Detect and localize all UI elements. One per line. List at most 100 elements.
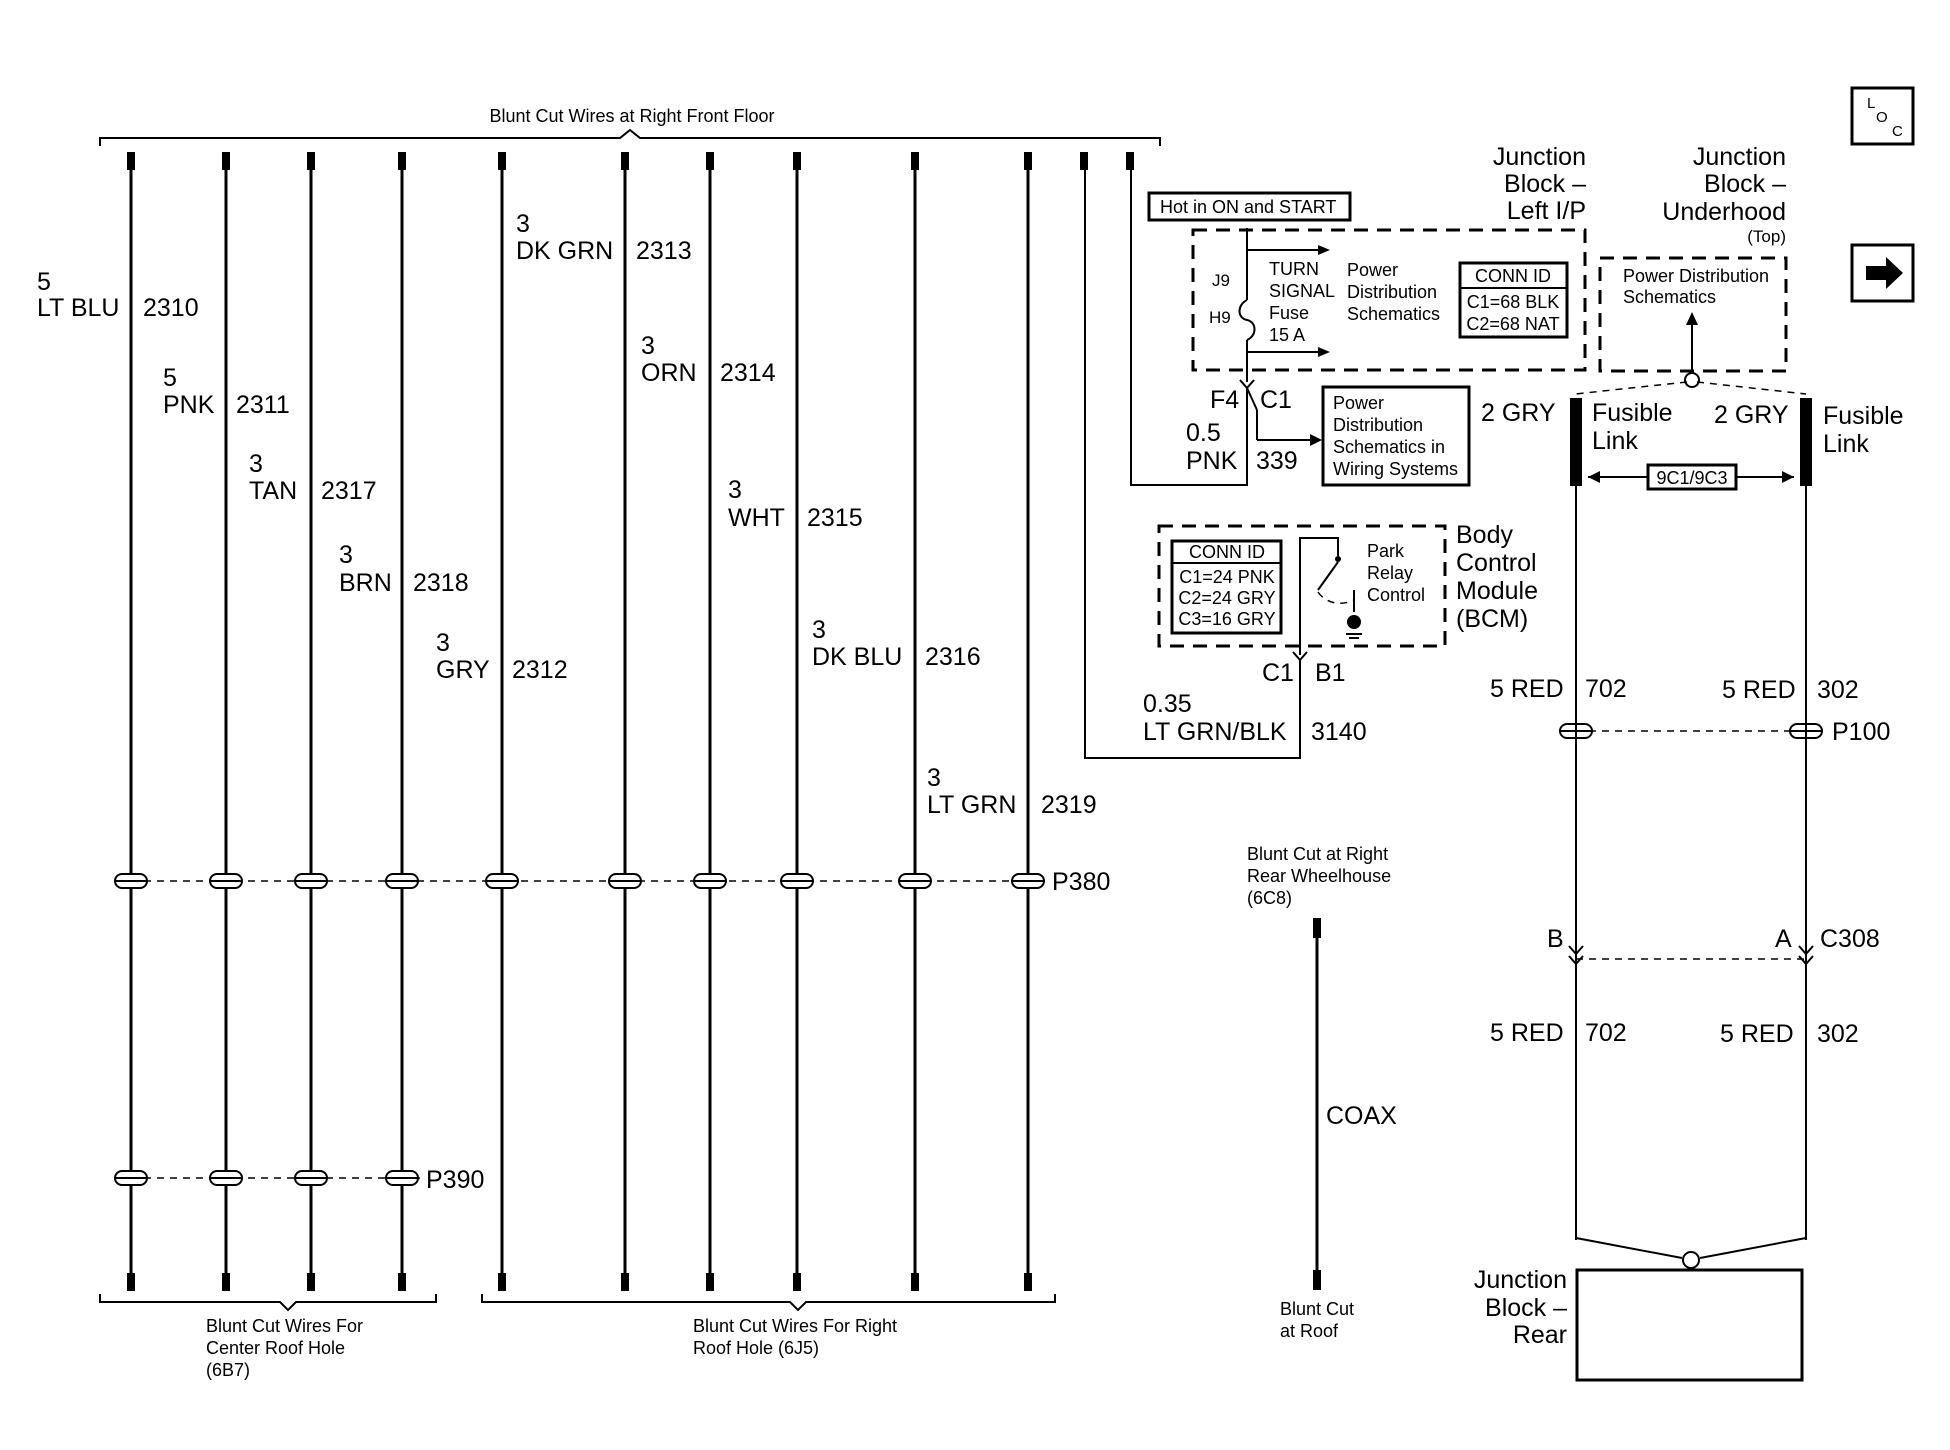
bottom-right-bracket: Blunt Cut Wires For Right Roof Hole (6J5… <box>481 1294 1056 1358</box>
svg-text:H9: H9 <box>1209 308 1231 327</box>
top-blunt-ends <box>127 152 1134 170</box>
svg-text:15 A: 15 A <box>1269 325 1305 345</box>
svg-text:3: 3 <box>436 629 450 657</box>
svg-text:3140: 3140 <box>1311 718 1367 746</box>
svg-text:5 RED: 5 RED <box>1490 1019 1564 1047</box>
svg-text:Blunt Cut at Right: Blunt Cut at Right <box>1247 844 1388 864</box>
svg-text:WHT: WHT <box>728 504 785 532</box>
bcm-dashed-box <box>1157 524 1447 648</box>
svg-text:Distribution: Distribution <box>1347 282 1437 302</box>
svg-text:Control: Control <box>1367 585 1425 605</box>
wire-label-2314: 3 ORN 2314 <box>641 332 776 387</box>
svg-text:C1=24 PNK: C1=24 PNK <box>1179 567 1275 587</box>
connector-p390: P390 <box>114 1166 484 1194</box>
svg-text:302: 302 <box>1817 676 1859 704</box>
loc-icon[interactable]: L O C <box>1850 86 1915 146</box>
svg-text:B: B <box>1547 925 1564 953</box>
svg-text:5 RED: 5 RED <box>1720 1020 1794 1048</box>
junction-block-left-ip-label: Junction Block – Left I/P <box>1493 143 1586 225</box>
park-relay-control-switch: Park Relay Control <box>1299 537 1425 655</box>
svg-text:A: A <box>1775 925 1792 953</box>
svg-text:C2=68 NAT: C2=68 NAT <box>1466 314 1559 334</box>
p390-label: P390 <box>426 1166 484 1194</box>
svg-text:2313: 2313 <box>636 237 692 265</box>
svg-text:Left I/P: Left I/P <box>1507 197 1586 225</box>
wire-label-2313: 3 DK GRN 2313 <box>516 210 692 265</box>
bcm-connector-c1-b1: C1 B1 <box>1262 651 1346 687</box>
svg-text:Blunt Cut: Blunt Cut <box>1280 1299 1354 1319</box>
svg-text:Junction: Junction <box>1493 143 1586 171</box>
svg-text:C308: C308 <box>1820 925 1880 953</box>
svg-text:5: 5 <box>37 268 51 296</box>
wire-label-2311: 5 PNK 2311 <box>163 364 290 419</box>
svg-text:Blunt Cut Wires For Right: Blunt Cut Wires For Right <box>693 1316 897 1336</box>
svg-text:PNK: PNK <box>163 391 215 419</box>
svg-text:Rear: Rear <box>1513 1321 1567 1349</box>
svg-text:3: 3 <box>339 541 353 569</box>
svg-text:Schematics in: Schematics in <box>1333 437 1445 457</box>
svg-text:ORN: ORN <box>641 359 697 387</box>
svg-text:2315: 2315 <box>807 504 863 532</box>
svg-text:P100: P100 <box>1832 718 1890 746</box>
connector-f4-c1: F4 C1 0.5 PNK 339 <box>1130 152 1322 486</box>
svg-text:DK BLU: DK BLU <box>812 643 902 671</box>
svg-text:5 RED: 5 RED <box>1722 676 1796 704</box>
svg-text:B1: B1 <box>1315 659 1346 687</box>
svg-text:3: 3 <box>249 450 263 478</box>
top-bracket-label: Blunt Cut Wires at Right Front Floor <box>489 106 774 126</box>
svg-text:Wiring Systems: Wiring Systems <box>1333 459 1458 479</box>
svg-text:5 RED: 5 RED <box>1490 675 1564 703</box>
svg-text:2317: 2317 <box>321 477 377 505</box>
svg-text:Fusible: Fusible <box>1823 402 1904 430</box>
bottom-left-bracket: Blunt Cut Wires For Center Roof Hole (6B… <box>99 1294 437 1380</box>
svg-text:Relay: Relay <box>1367 563 1413 583</box>
svg-text:3: 3 <box>516 210 530 238</box>
svg-text:339: 339 <box>1256 447 1298 475</box>
fusible-links: 9C1/9C3 2 GRY Fusible Link 2 GRY Fusible… <box>1481 381 1904 1240</box>
svg-text:Link: Link <box>1592 427 1638 455</box>
svg-text:702: 702 <box>1585 1019 1627 1047</box>
svg-text:BRN: BRN <box>339 569 392 597</box>
svg-text:3: 3 <box>927 764 941 792</box>
svg-text:Block –: Block – <box>1704 170 1786 198</box>
wire-label-2312: 3 GRY 2312 <box>436 629 568 684</box>
underhood-dashed-box <box>1598 256 1788 373</box>
svg-text:Schematics: Schematics <box>1623 287 1716 307</box>
svg-text:2319: 2319 <box>1041 791 1097 819</box>
svg-text:Schematics: Schematics <box>1347 304 1440 324</box>
wire-702-302-lower-labels: 5 RED 702 5 RED 302 <box>1490 1019 1859 1048</box>
svg-text:C1=68 BLK: C1=68 BLK <box>1467 292 1560 312</box>
svg-text:5: 5 <box>163 364 177 392</box>
svg-text:Distribution: Distribution <box>1333 415 1423 435</box>
next-page-arrow-icon[interactable] <box>1850 243 1915 303</box>
svg-text:0.35: 0.35 <box>1143 690 1192 718</box>
junction-block-underhood-label: Junction Block – Underhood (Top) <box>1662 143 1786 246</box>
svg-text:C: C <box>1892 123 1903 140</box>
svg-text:PNK: PNK <box>1186 447 1238 475</box>
coax-cable: Blunt Cut at Right Rear Wheelhouse (6C8)… <box>1247 844 1397 1341</box>
svg-text:2 GRY: 2 GRY <box>1714 401 1789 429</box>
svg-text:Roof Hole (6J5): Roof Hole (6J5) <box>693 1338 819 1358</box>
svg-text:LT BLU: LT BLU <box>37 294 119 322</box>
wire-label-2316: 3 DK BLU 2316 <box>812 616 981 671</box>
svg-text:Rear Wheelhouse: Rear Wheelhouse <box>1247 866 1391 886</box>
bottom-blunt-ends <box>127 1273 1032 1291</box>
svg-text:3: 3 <box>641 332 655 360</box>
svg-text:CONN ID: CONN ID <box>1189 542 1265 562</box>
svg-text:TURN: TURN <box>1269 259 1319 279</box>
svg-text:C1: C1 <box>1262 659 1294 687</box>
svg-text:LT GRN/BLK: LT GRN/BLK <box>1143 718 1287 746</box>
svg-text:9C1/9C3: 9C1/9C3 <box>1656 468 1727 488</box>
svg-text:(6B7): (6B7) <box>206 1360 250 1380</box>
turn-signal-fuse: J9 H9 TURN SIGNAL Fuse 15 A Power Distri… <box>1209 228 1440 382</box>
connector-p100: P100 <box>1559 718 1890 746</box>
svg-text:(6C8): (6C8) <box>1247 888 1292 908</box>
svg-text:COAX: COAX <box>1326 1102 1397 1130</box>
svg-text:LT GRN: LT GRN <box>927 791 1016 819</box>
svg-text:Power: Power <box>1333 393 1384 413</box>
wire-label-2310: 5 LT BLU 2310 <box>37 268 199 322</box>
wire-label-2317: 3 TAN 2317 <box>249 450 377 505</box>
pds-wiring-systems-box: Power Distribution Schematics in Wiring … <box>1321 385 1471 487</box>
wire-3140: 0.35 LT GRN/BLK 3140 <box>1084 152 1367 759</box>
